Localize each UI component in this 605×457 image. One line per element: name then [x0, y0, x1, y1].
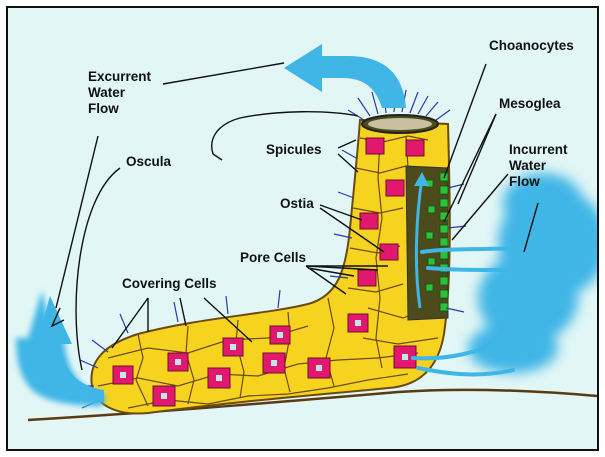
label-incurrent-water-flow: Incurrent Water Flow [509, 142, 568, 190]
excurrent-arrow-top [284, 44, 406, 108]
label-excurrent-line2: Water [88, 85, 151, 101]
incurrent-water-cloud [468, 173, 597, 373]
label-mesoglea: Mesoglea [499, 96, 561, 112]
label-incurrent-line3: Flow [509, 174, 568, 190]
diagram-frame: Choanocytes Mesoglea Incurrent Water Flo… [6, 6, 599, 451]
label-incurrent-line1: Incurrent [509, 142, 568, 158]
label-pore-cells: Pore Cells [240, 250, 306, 266]
label-excurrent-line3: Flow [88, 101, 151, 117]
label-excurrent-water-flow: Excurrent Water Flow [88, 69, 151, 117]
label-excurrent-line1: Excurrent [88, 69, 151, 85]
label-ostia: Ostia [280, 196, 314, 212]
label-choanocytes: Choanocytes [489, 38, 574, 54]
label-spicules: Spicules [266, 142, 322, 158]
label-incurrent-line2: Water [509, 158, 568, 174]
label-covering-cells: Covering Cells [122, 276, 217, 292]
label-oscula: Oscula [126, 154, 171, 170]
